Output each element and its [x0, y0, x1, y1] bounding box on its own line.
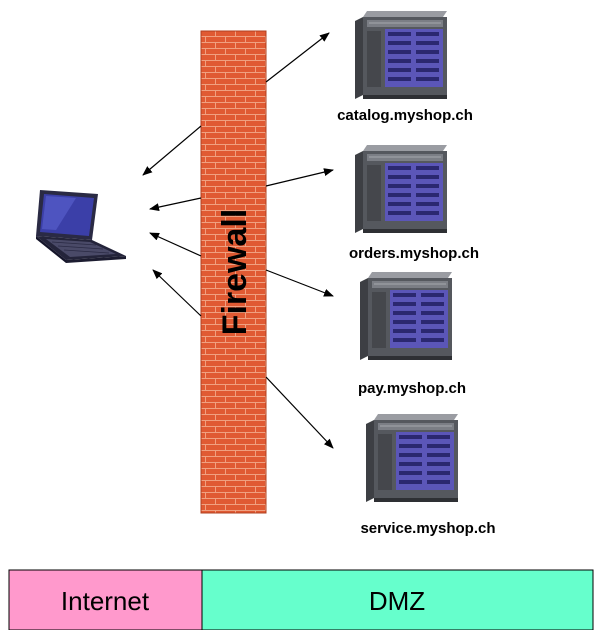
server-label: catalog.myshop.ch [337, 107, 473, 124]
server-label: pay.myshop.ch [358, 380, 466, 397]
arrow-to-catalog [265, 32, 330, 83]
laptop-icon [36, 190, 126, 263]
zone-label-dmz: DMZ [369, 586, 425, 616]
firewall-wall [200, 30, 267, 514]
server-catalog: catalog.myshop.ch [337, 10, 473, 124]
arrow-to-laptop-3 [149, 232, 202, 257]
server-service: service.myshop.ch [360, 413, 496, 537]
server-orders: orders.myshop.ch [349, 144, 479, 262]
server-icon [359, 271, 453, 361]
arrow-to-laptop-2 [149, 197, 202, 212]
server-label: service.myshop.ch [360, 520, 495, 537]
server-icon [354, 10, 448, 100]
zone-dmz [201, 569, 594, 630]
arrow-to-laptop-4 [152, 269, 202, 317]
zone-label-internet: Internet [61, 586, 150, 616]
firewall: Firewall [200, 30, 267, 514]
arrow-to-laptop-1 [142, 125, 202, 176]
connection-arrows [142, 32, 334, 449]
zone-bar: Internet DMZ [8, 569, 594, 630]
arrow-to-service [265, 376, 334, 449]
server-icon [354, 144, 448, 234]
zone-internet [8, 569, 203, 630]
server-icon [365, 413, 459, 503]
server-pay: pay.myshop.ch [358, 271, 466, 397]
arrow-to-pay [265, 269, 334, 297]
arrow-to-orders [265, 168, 334, 187]
firewall-label: Firewall [216, 209, 254, 336]
server-label: orders.myshop.ch [349, 245, 479, 262]
